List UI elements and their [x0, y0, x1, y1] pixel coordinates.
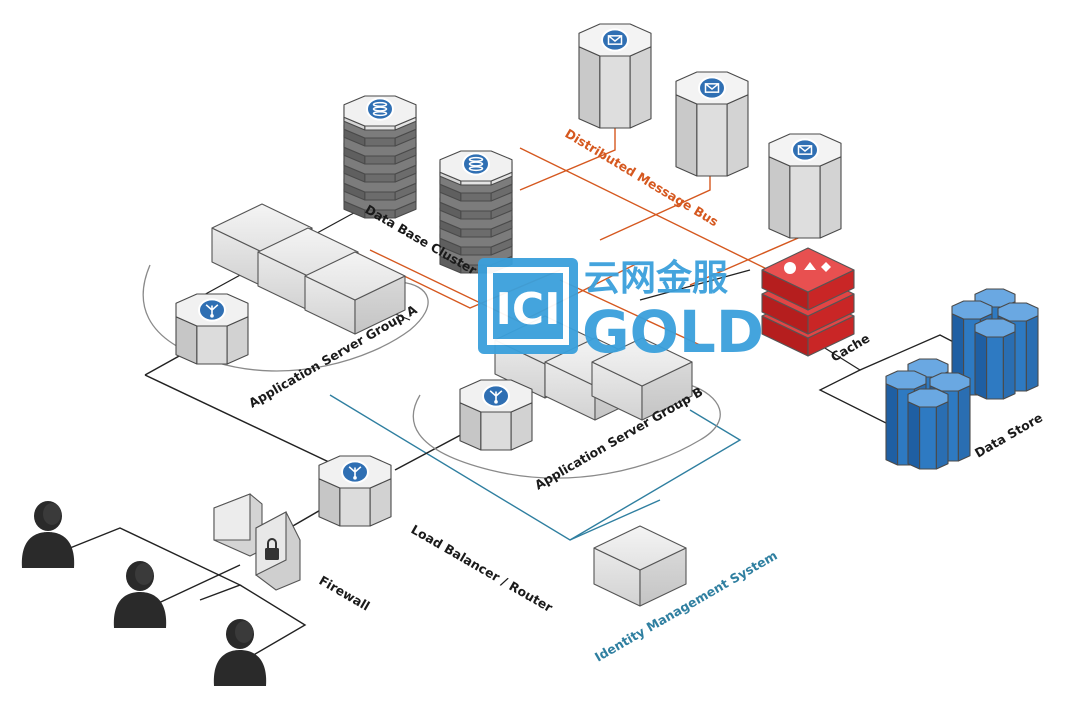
envelope-icon: [601, 28, 629, 52]
store-col-a4: [974, 318, 1016, 400]
data-store-cluster: [885, 288, 1039, 470]
label-firewall: Firewall: [317, 573, 373, 614]
bus-line-1: [519, 118, 616, 191]
users-line-1: [69, 527, 242, 601]
load-balancer-router: [318, 455, 392, 527]
message-queue-1: [578, 23, 652, 129]
label-load-balancer: Load Balancer / Router: [409, 522, 557, 616]
users-line-3: [239, 584, 307, 658]
nodes: [21, 23, 1039, 686]
envelope-icon: [698, 76, 726, 100]
router-arrows-icon: [482, 384, 510, 408]
identity-line-b: [569, 409, 742, 541]
lb-to-group-a: [144, 374, 351, 473]
router-arrows-icon: [341, 460, 369, 484]
router-body: [175, 293, 249, 365]
message-queue-2: [675, 71, 749, 177]
envelope-icon: [791, 138, 819, 162]
app-server-b3: [591, 337, 693, 421]
queue-cylinder: [768, 133, 842, 239]
database-disk-icon: [462, 152, 490, 176]
router-group-b: [459, 379, 533, 451]
watermark-logo-box: [478, 258, 578, 354]
watermark-english: GOLD: [582, 298, 764, 366]
identity-management-box: [593, 525, 687, 607]
watermark-logo-letters: ICI: [495, 284, 560, 335]
app-server-a3: [304, 251, 406, 335]
server-group-outlines: [142, 264, 721, 479]
appB-to-cache: [639, 269, 751, 301]
user-3: [213, 619, 267, 686]
users-line-2: [149, 564, 241, 608]
watermark-chinese: 云网金服: [584, 257, 728, 299]
padlock-icon: [265, 538, 279, 560]
store-col-b4: [907, 388, 949, 470]
watermark: ICI 云网金服 GOLD: [478, 257, 764, 366]
lb-to-group-b: [394, 429, 471, 471]
queue-cylinder: [578, 23, 652, 129]
user-2: [113, 561, 167, 628]
router-group-a: [175, 293, 249, 365]
label-data-store: Data Store: [972, 410, 1045, 461]
user-1: [21, 501, 75, 568]
database-stack-1: [343, 95, 417, 219]
cache-stack: [761, 247, 855, 357]
bus-line-appB: [559, 279, 701, 346]
database-disk-icon: [366, 97, 394, 121]
router-body: [459, 379, 533, 451]
firewall: [213, 493, 301, 591]
message-queue-3: [768, 133, 842, 239]
cache-to-store-1: [818, 344, 901, 431]
router-body: [318, 455, 392, 527]
router-arrows-icon: [198, 298, 226, 322]
